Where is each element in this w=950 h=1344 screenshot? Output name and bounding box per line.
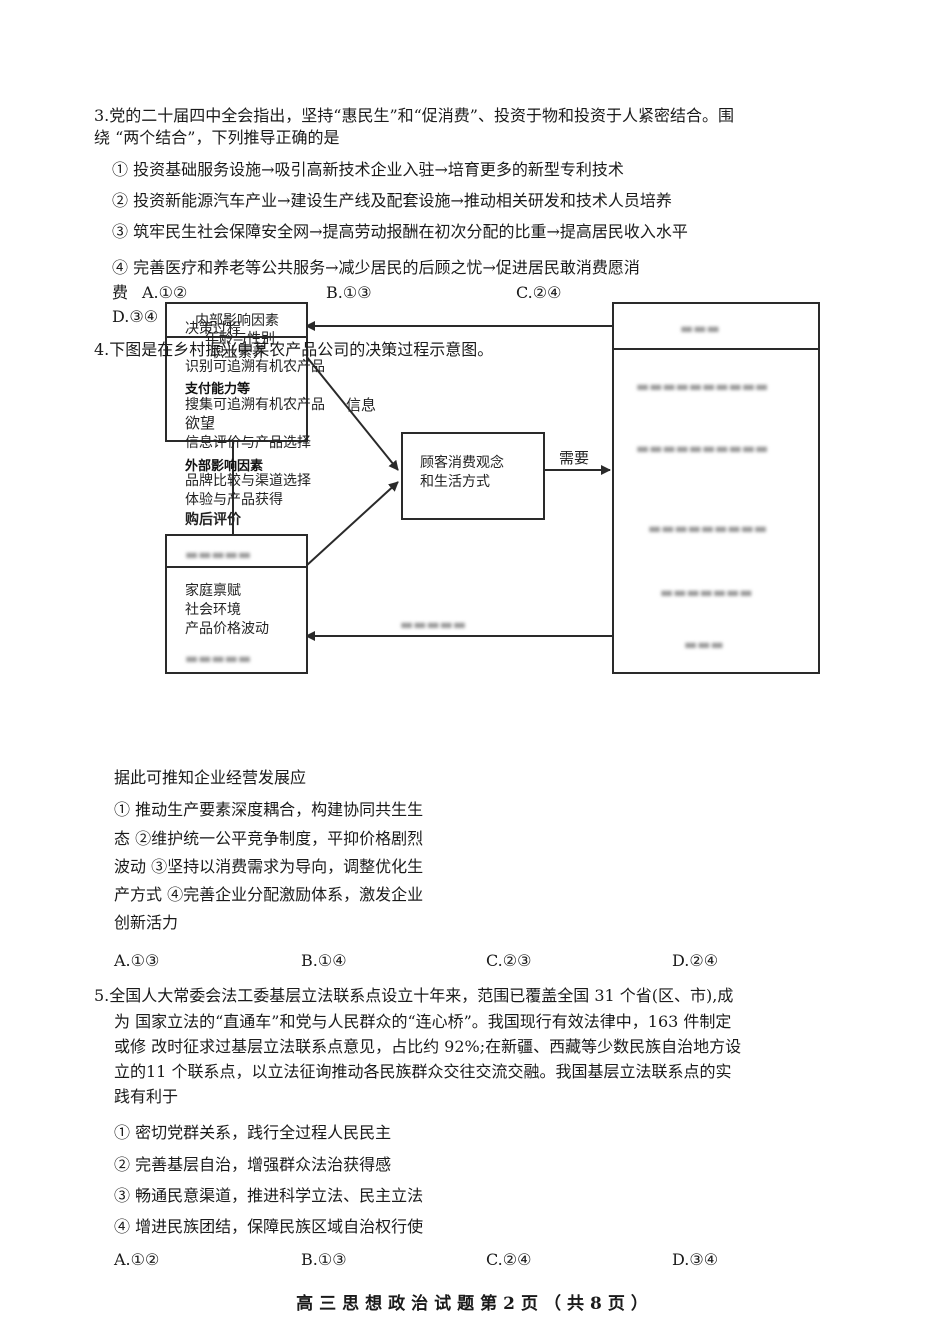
internal-factors-box — [165, 302, 308, 442]
blurred-step-4: ▬▬▬▬▬▬▬ — [660, 585, 753, 601]
q3-stem-line1: 3.党的二十届四中全会指出，坚持“惠民生”和“促消费”、投资于物和投资于人紧密结… — [94, 106, 734, 125]
q3-stem-line2: 绕 “两个结合”，下列推导正确的是 — [94, 128, 340, 147]
q4-lead: 据此可推知企业经营发展应 — [114, 768, 307, 787]
blurred-external-tail: ▬▬▬▬▬ — [185, 651, 252, 667]
label-price: 产品价格波动 — [185, 621, 269, 637]
blurred-bottom-arrow-label: ▬▬▬▬▬ — [400, 617, 467, 633]
q3-choice-c: C.②④ — [516, 283, 562, 302]
decision-box-divider — [614, 348, 818, 350]
q5-stem-line4: 立的11 个联系点，以立法征询推动各民族群众交往交流交融。我国基层立法联系点的实 — [114, 1062, 732, 1081]
q4-choice-c: C.②③ — [486, 951, 532, 970]
label-center-1: 顾客消费观念 — [420, 455, 504, 471]
q5-option-1: ① 密切党群关系，践行全过程人民民主 — [114, 1123, 392, 1142]
label-decision-process: 决策过程 — [185, 321, 241, 337]
q3-option-3: ③ 筑牢民生社会保障安全网→提高劳动报酬在初次分配的比重→提高居民收入水平 — [112, 222, 688, 241]
blurred-step-2: ▬▬▬▬▬▬▬▬▬▬ — [636, 441, 769, 457]
page-footer: 高三思想政治试题第2页（共8页） — [296, 1294, 654, 1314]
label-post-purchase: 购后评价 — [185, 512, 241, 528]
label-desire: 欲望 — [185, 414, 216, 432]
blurred-step-1: ▬▬▬▬▬▬▬▬▬▬ — [636, 379, 769, 395]
q3-option-2: ② 投资新能源汽车产业→建设生产线及配套设施→推动相关研发和技术人员培养 — [112, 191, 672, 210]
q3-choice-d: D.③④ — [112, 307, 159, 326]
q3-choice-b: B.①③ — [326, 283, 372, 302]
label-external-factors: 外部影响因素 — [185, 459, 264, 474]
arrow-internal-to-center — [305, 355, 399, 471]
blurred-external-heading: ▬▬▬▬▬ — [185, 547, 252, 563]
q4-options-line3: 波动 ③坚持以消费需求为导向，调整优化生 — [114, 857, 424, 876]
q5-choice-a: A.①② — [114, 1250, 160, 1269]
external-box-divider — [167, 566, 306, 568]
label-internal-factors: 内部影响因素 — [195, 313, 279, 329]
label-experience: 体验与产品获得 — [185, 492, 283, 508]
label-ability: 支付能力等 — [185, 382, 251, 397]
internal-box-divider — [167, 336, 306, 338]
q4-stem: 4.下图是在乡村振兴中某农产品公司的决策过程示意图。 — [94, 340, 494, 359]
q4-choice-a: A.①③ — [114, 951, 160, 970]
q5-stem-line1: 5.全国人大常委会法工委基层立法联系点设立十年来，范围已覆盖全国 31 个省(区… — [94, 986, 734, 1005]
q4-choice-d: D.②④ — [672, 951, 719, 970]
label-society: 社会环境 — [185, 602, 241, 618]
q3-option-4-tail: 费 — [112, 283, 129, 302]
blurred-step-5: ▬▬▬ — [684, 637, 724, 653]
blurred-heading: ▬▬▬ — [680, 321, 720, 337]
label-family: 家庭禀赋 — [185, 583, 241, 599]
blurred-step-3: ▬▬▬▬▬▬▬▬▬ — [648, 521, 768, 537]
q5-choice-b: B.①③ — [301, 1250, 347, 1269]
q3-option-1: ① 投资基础服务设施→吸引高新技术企业入驻→培育更多的新型专利技术 — [112, 160, 624, 179]
label-identify: 识别可追溯有机农产品 — [185, 359, 325, 375]
q4-choice-b: B.①④ — [301, 951, 347, 970]
center-box — [401, 432, 545, 520]
label-brand: 品牌比较与渠道选择 — [185, 473, 311, 489]
decision-process-box — [612, 302, 820, 674]
q5-stem-line3: 或修 改时征求过基层立法联系点意见，占比约 92%;在新疆、西藏等少数民族自治地… — [114, 1037, 742, 1056]
arrow-external-to-center — [305, 481, 399, 567]
label-search: 搜集可追溯有机农产品 — [185, 397, 325, 413]
q5-choice-d: D.③④ — [672, 1250, 719, 1269]
q5-choice-c: C.②④ — [486, 1250, 532, 1269]
q3-choice-a: A.①② — [142, 283, 188, 302]
label-center-2: 和生活方式 — [420, 474, 490, 490]
q5-option-3: ③ 畅通民意渠道，推进科学立法、民主立法 — [114, 1186, 424, 1205]
q5-stem-line5: 践有利于 — [114, 1087, 179, 1106]
q4-options-line1: ① 推动生产要素深度耦合，构建协同共生生 — [114, 800, 424, 819]
label-age-gender: 年龄与性别 — [205, 331, 275, 347]
q4-options-line2: 态 ②维护统一公平竞争制度，平抑价格剧烈 — [114, 829, 424, 848]
q3-option-4: ④ 完善医疗和养老等公共服务→减少居民的后顾之忧→促进居民敢消费愿消 — [112, 258, 640, 277]
label-evaluate: 信息评价与产品选择 — [185, 435, 311, 451]
q4-options-line4: 产方式 ④完善企业分配激励体系，激发企业 — [114, 885, 424, 904]
external-factors-box — [165, 534, 308, 674]
label-need: 需要 — [559, 449, 590, 467]
label-professional: 职业素养 — [210, 345, 266, 361]
q5-option-4: ④ 增进民族团结，保障民族区域自治权行使 — [114, 1217, 424, 1236]
q5-option-2: ② 完善基层自治，增强群众法治获得感 — [114, 1155, 392, 1174]
q4-options-line5: 创新活力 — [114, 913, 179, 932]
q5-stem-line2: 为 国家立法的“直通车”和党与人民群众的“连心桥”。我国现行有效法律中，163 … — [114, 1012, 732, 1031]
label-info: 信息 — [346, 396, 377, 414]
